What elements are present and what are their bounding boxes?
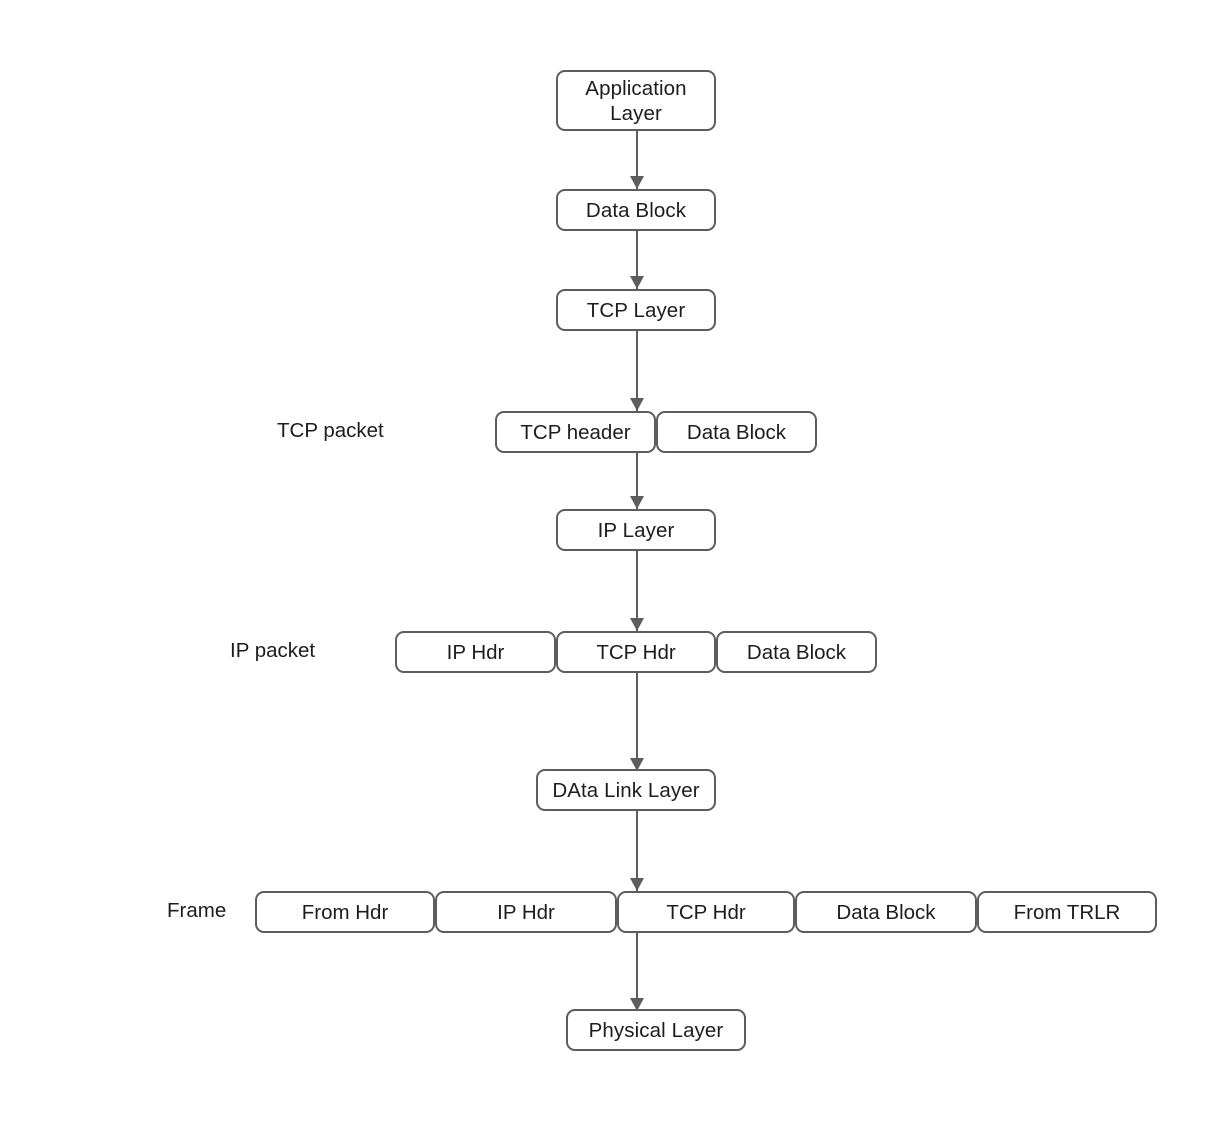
packet-segment-label: Data Block	[836, 900, 936, 924]
connector-stem	[636, 811, 638, 891]
packet-segment-label: IP Hdr	[497, 900, 555, 924]
node-data-block-label: Data Block	[585, 198, 687, 222]
connector-stem	[636, 131, 638, 189]
node-ip-layer-label: IP Layer	[597, 518, 675, 542]
node-data-link-layer-label: DAta Link Layer	[552, 778, 700, 802]
node-tcp-layer-label: TCP Layer	[586, 298, 686, 322]
packet-segment-from-trlr[interactable]: From TRLR	[977, 891, 1157, 933]
node-physical-layer[interactable]: Physical Layer	[566, 1009, 746, 1051]
arrowhead-icon	[630, 496, 644, 509]
packet-segment-ip-hdr[interactable]: IP Hdr	[435, 891, 617, 933]
packet-segment-tcp-hdr[interactable]: TCP Hdr	[556, 631, 716, 673]
packet-segment-label: Data Block	[686, 420, 787, 444]
node-ip-layer[interactable]: IP Layer	[556, 509, 716, 551]
packet-segment-label: TCP header	[520, 420, 631, 444]
arrowhead-icon	[630, 878, 644, 891]
packet-segment-tcp-hdr[interactable]: TCP Hdr	[617, 891, 795, 933]
label-tcp-packet: TCP packet	[277, 419, 384, 442]
label-ip-packet: IP packet	[230, 639, 316, 662]
node-application-layer-label-line1: Application	[585, 76, 687, 100]
packet-segment-label: From TRLR	[1013, 900, 1121, 924]
packet-row-ip-packet: IP Hdr TCP Hdr Data Block	[395, 631, 877, 673]
node-application-layer[interactable]: Application Layer	[556, 70, 716, 131]
arrowhead-icon	[630, 176, 644, 189]
arrowhead-icon	[630, 618, 644, 631]
connector-stem	[636, 931, 638, 1011]
arrowhead-icon	[630, 998, 644, 1011]
arrowhead-icon	[630, 276, 644, 289]
arrowhead-icon	[630, 398, 644, 411]
packet-segment-ip-hdr[interactable]: IP Hdr	[395, 631, 556, 673]
packet-segment-label: TCP Hdr	[666, 900, 746, 924]
packet-segment-label: IP Hdr	[446, 640, 505, 664]
packet-segment-label: Data Block	[746, 640, 847, 664]
node-application-layer-label-line2: Layer	[610, 101, 662, 125]
packet-segment-label: TCP Hdr	[596, 640, 676, 664]
connector-stem	[636, 231, 638, 289]
node-physical-layer-label: Physical Layer	[588, 1018, 724, 1042]
packet-row-tcp-packet: TCP header Data Block	[495, 411, 817, 453]
arrowhead-icon	[630, 758, 644, 771]
packet-segment-tcp-header[interactable]: TCP header	[495, 411, 656, 453]
node-tcp-layer[interactable]: TCP Layer	[556, 289, 716, 331]
node-data-link-layer[interactable]: DAta Link Layer	[536, 769, 716, 811]
connector-stem	[636, 431, 638, 509]
node-data-block[interactable]: Data Block	[556, 189, 716, 231]
packet-row-frame: From Hdr IP Hdr TCP Hdr Data Block From …	[255, 891, 1157, 933]
packet-segment-data-block[interactable]: Data Block	[656, 411, 817, 453]
connector-stem	[636, 551, 638, 631]
label-frame: Frame	[167, 899, 227, 922]
connector-stem	[636, 651, 638, 771]
packet-segment-data-block[interactable]: Data Block	[795, 891, 977, 933]
packet-segment-label: From Hdr	[301, 900, 389, 924]
connector-stem	[636, 331, 638, 411]
packet-segment-from-hdr[interactable]: From Hdr	[255, 891, 435, 933]
packet-segment-data-block[interactable]: Data Block	[716, 631, 877, 673]
